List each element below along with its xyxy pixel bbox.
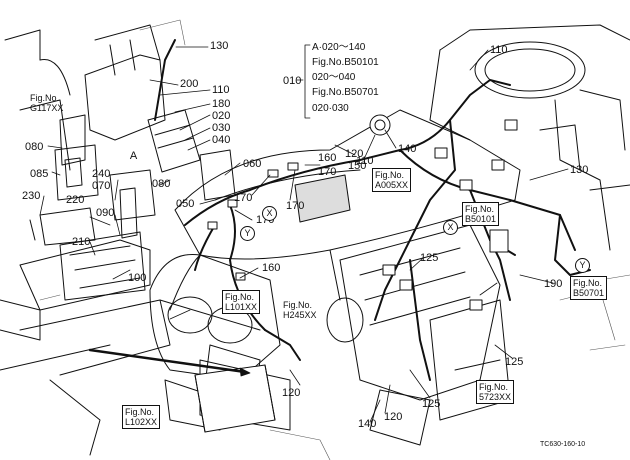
part-label-120-bot: 120 [282, 387, 301, 399]
dash-structure [429, 24, 630, 251]
part-label-180: 180 [212, 98, 231, 110]
part-label-040: 040 [212, 134, 231, 146]
marker-a: A [127, 150, 140, 163]
part-label-120-top: 120 [345, 148, 364, 160]
part-label-080-mid: 080 [152, 178, 171, 190]
part-label-150: 150 [348, 160, 367, 172]
marker-y-1: Y [575, 258, 590, 273]
part-label-130: 130 [210, 40, 229, 52]
hood [169, 109, 521, 311]
part-label-100: 100 [128, 272, 147, 284]
fig-ref-l102: Fig.No. L102XX [122, 405, 161, 429]
part-label-140-top: 140 [398, 143, 417, 155]
fig-ref-h245: Fig.No. H245XX [283, 300, 317, 320]
part-label-200: 200 [180, 78, 199, 90]
part-label-030: 030 [212, 122, 231, 134]
part-label-125-b: 125 [505, 356, 524, 368]
part-label-110-right: 110 [490, 44, 508, 56]
part-label-060: 060 [243, 158, 262, 170]
legend-line-1: A·020～140 [312, 42, 366, 53]
left-platform [0, 29, 171, 456]
legend-line-2: Fig.No.B50101 [312, 57, 379, 68]
part-label-170-d: 170 [318, 166, 337, 178]
legend-line-4: Fig.No.B50701 [312, 87, 379, 98]
legend-line-5: 020·030 [312, 103, 349, 114]
leader-lines [39, 46, 569, 423]
part-label-080-left: 080 [25, 141, 44, 153]
part-label-085: 085 [30, 168, 49, 180]
legend-brackets [296, 44, 311, 119]
part-label-125-a: 125 [420, 252, 439, 264]
relay-bracket [29, 24, 166, 301]
part-label-120-bot2: 120 [384, 411, 403, 423]
part-label-190: 190 [544, 278, 563, 290]
part-label-170-c: 170 [286, 200, 305, 212]
part-label-130-right: 130 [570, 164, 589, 176]
fig-ref-b50101: Fig.No. B50101 [462, 202, 500, 226]
part-label-210: 210 [72, 236, 91, 248]
part-label-170-b: 170 [234, 192, 253, 204]
marker-x-1: X [443, 220, 458, 235]
marker-x-2: X [262, 206, 277, 221]
part-label-160-a: 160 [318, 152, 337, 164]
part-label-125-c: 125 [422, 398, 441, 410]
part-label-020: 020 [212, 110, 231, 122]
fig-ref-b50701: Fig.No. B50701 [570, 276, 608, 300]
part-label-050: 050 [176, 198, 195, 210]
battery [194, 364, 276, 433]
part-label-230: 230 [22, 190, 41, 202]
part-label-140-bot: 140 [358, 418, 377, 430]
part-label-240: 240 [92, 168, 111, 180]
part-label-160-b: 160 [262, 262, 281, 274]
fig-ref-5723: Fig.No. 5723XX [476, 380, 515, 404]
drawing-code: TC630-160-10 [540, 441, 586, 448]
fig-ref-g117: Fig.No. G117XX [30, 93, 64, 113]
part-label-110-mid: 110 [356, 155, 374, 167]
connectors [207, 114, 518, 311]
part-label-070: 070 [92, 180, 111, 192]
fig-ref-a005: Fig.No. A005XX [372, 168, 412, 192]
part-label-220: 220 [66, 194, 85, 206]
part-label-090: 090 [96, 207, 115, 219]
legend-line-3: 020～040 [312, 72, 356, 83]
part-label-110: 110 [212, 84, 230, 96]
fig-ref-l101: Fig.No. L101XX [222, 290, 261, 314]
legend-010: 010 [283, 75, 302, 87]
marker-y-2: Y [240, 226, 255, 241]
